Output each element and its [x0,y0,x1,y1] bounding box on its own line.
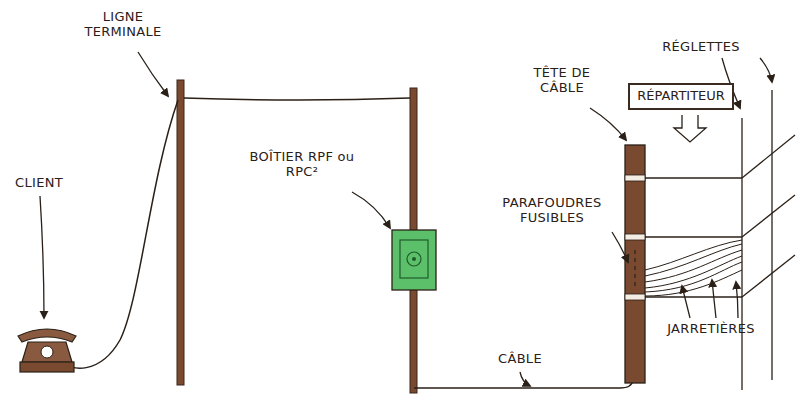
part-label: CLIENT [4,176,74,191]
part-label: BOÎTIER RPF ou RPC² [240,150,364,180]
part-label: TÊTE DE CÂBLE [520,66,604,96]
node-text: RÉPARTITEUR [636,88,726,103]
telephone [18,329,76,372]
distribution-box [392,230,436,290]
jumpers [645,240,742,296]
frame-box: RÉPARTITEUR [628,83,734,110]
distribution-frame [645,90,795,390]
pole [177,80,184,385]
part-label: JARRETIÈRES [656,322,766,337]
part-label: LIGNE TERMINALE [68,10,178,40]
part-label: PARAFOUDRES FUSIBLES [488,196,616,226]
terminal-line [60,100,178,368]
part-label: CÂBLE [488,352,552,367]
overhead-wire [184,98,410,100]
leader-arrows [40,52,772,386]
part-label: RÉGLETTES [636,40,766,55]
cable-head [625,145,645,383]
frame-arrow [674,115,706,142]
